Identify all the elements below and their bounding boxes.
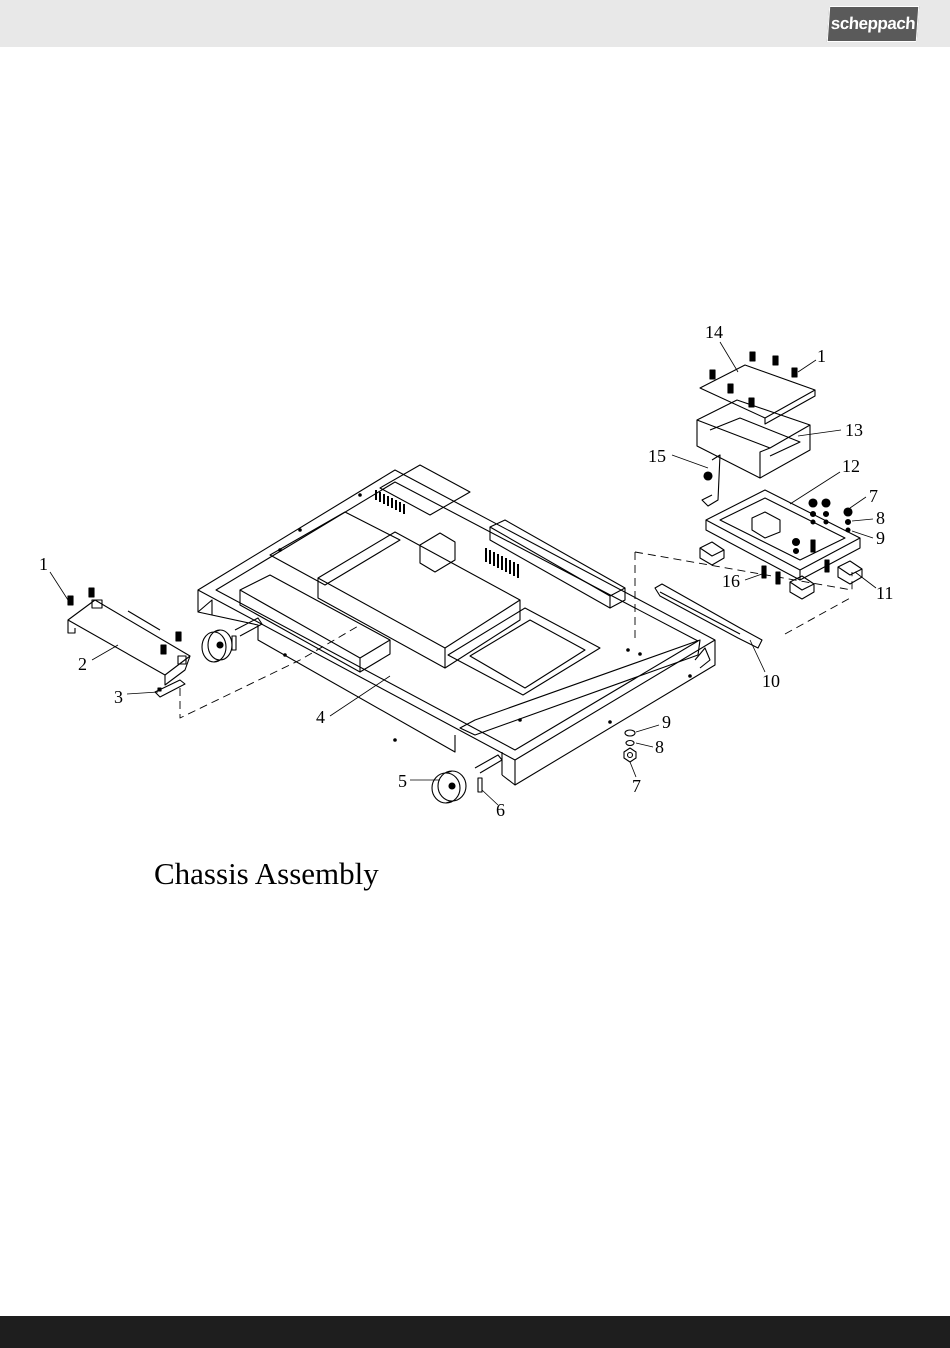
- clamp: [838, 561, 862, 584]
- callout-2: 2: [78, 654, 87, 674]
- callout-12: 12: [842, 456, 860, 476]
- callout-7: 7: [632, 776, 641, 796]
- top-cover-plate: [700, 365, 815, 424]
- axle-pin: [478, 778, 482, 792]
- callout-11: 11: [876, 583, 893, 603]
- callout-8: 8: [876, 508, 885, 528]
- wheel-front: [432, 771, 466, 803]
- screws-left: [68, 588, 181, 654]
- nut-washer-set: [624, 730, 636, 762]
- callout-4: 4: [316, 707, 325, 727]
- callout-9: 9: [876, 528, 885, 548]
- blade-strip: [655, 584, 762, 648]
- diagram-title: Chassis Assembly: [154, 856, 379, 892]
- callout-9: 9: [662, 712, 671, 732]
- callout-7: 7: [869, 486, 878, 506]
- callout-1: 1: [817, 346, 826, 366]
- wheel-rear: [202, 630, 232, 662]
- motor-housing: [697, 400, 810, 478]
- support-bracket: [702, 455, 720, 506]
- callout-16: 16: [722, 571, 740, 591]
- callout-15: 15: [648, 446, 666, 466]
- footer-bar: [0, 1316, 950, 1348]
- callout-5: 5: [398, 771, 407, 791]
- clamp: [700, 542, 724, 565]
- callout-8: 8: [655, 737, 664, 757]
- callout-1: 1: [39, 554, 48, 574]
- mounting-strip: [155, 680, 185, 697]
- callout-3: 3: [114, 687, 123, 707]
- callout-6: 6: [496, 800, 505, 820]
- axle-pin: [232, 636, 236, 650]
- chassis-frame: [198, 465, 715, 785]
- callout-13: 13: [845, 420, 863, 440]
- motor-base-frame: [706, 490, 860, 580]
- callout-10: 10: [762, 671, 780, 691]
- callout-14: 14: [705, 322, 723, 342]
